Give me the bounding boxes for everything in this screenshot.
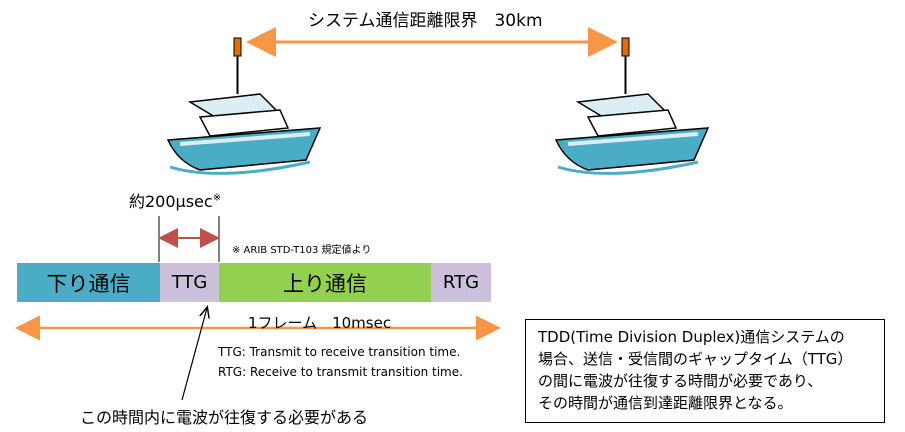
segment-downlink: 下り通信 (17, 263, 160, 302)
ttg-duration-label: 約200μsec※ (129, 192, 222, 211)
info-box: TDD(Time Division Duplex)通信システムの 場合、送信・受… (525, 319, 885, 423)
pointer-arrow (181, 308, 207, 401)
segment-rtg: RTG (431, 263, 491, 302)
footnote-mark: ※ (212, 192, 222, 204)
segment-ttg: TTG (160, 263, 219, 302)
range-title: システム通信距離限界 30km (308, 11, 543, 31)
rtg-definition: RTG: Receive to transmit transition time… (218, 365, 463, 379)
arib-note: ※ ARIB STD-T103 規定値より (232, 245, 372, 256)
bottom-note: この時間内に電波が往復する必要がある (80, 408, 369, 427)
boat-icon (166, 37, 322, 175)
boat-icon (554, 37, 710, 175)
frame-label: 1フレーム 10msec (248, 314, 392, 332)
segment-uplink: 上り通信 (219, 263, 431, 302)
ttg-definition: TTG: Transmit to receive transition time… (218, 345, 461, 359)
